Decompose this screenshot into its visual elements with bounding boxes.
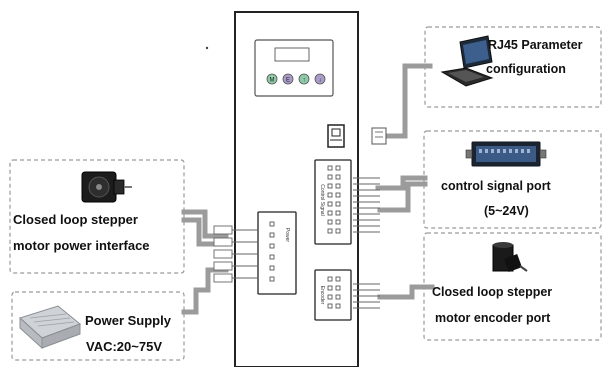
encoder-label-line2: motor encoder port (435, 312, 550, 325)
control-signal-connector-label: Control Signal (319, 184, 325, 215)
rj45-cable (383, 66, 430, 136)
control-signal-connector: Control Signal (315, 160, 351, 244)
encoder-label-line1: Closed loop stepper (432, 286, 552, 299)
rj45-port (328, 125, 344, 147)
motor-power-label-line1: Closed loop stepper (13, 213, 138, 226)
dot-mark (206, 47, 208, 49)
motor-power-label-line2: motor power interface (13, 239, 150, 252)
encoder-connector: Encoder (315, 270, 351, 320)
laptop-icon (442, 36, 492, 86)
panel-button-up-label: ↑ (303, 78, 306, 84)
rj45-label-line1: RJ45 Parameter (488, 39, 583, 52)
panel-button-m-label: M (270, 78, 275, 84)
power-terminal-block: Power (258, 212, 296, 294)
lcd-display (275, 48, 309, 61)
encoder-motor-icon (493, 242, 527, 272)
controller-module-icon (466, 142, 546, 166)
power-supply-icon (20, 306, 80, 348)
power-supply-label-line1: Power Supply (85, 314, 171, 327)
power-terminal-label: Power (284, 228, 290, 243)
panel-button-down-label: ↓ (319, 78, 322, 84)
stepper-motor-icon (82, 172, 132, 202)
power-supply-label-line2: VAC:20~75V (86, 340, 162, 353)
encoder-connector-label: Encoder (319, 286, 325, 305)
control-signal-label-line2: (5~24V) (484, 205, 529, 218)
rj45-label-line2: configuration (486, 63, 566, 76)
control-panel: M E ↑ ↓ (255, 40, 333, 96)
panel-button-e-label: E (286, 78, 290, 84)
plug-rj45 (372, 128, 386, 144)
control-signal-label-line1: control signal port (441, 180, 551, 193)
